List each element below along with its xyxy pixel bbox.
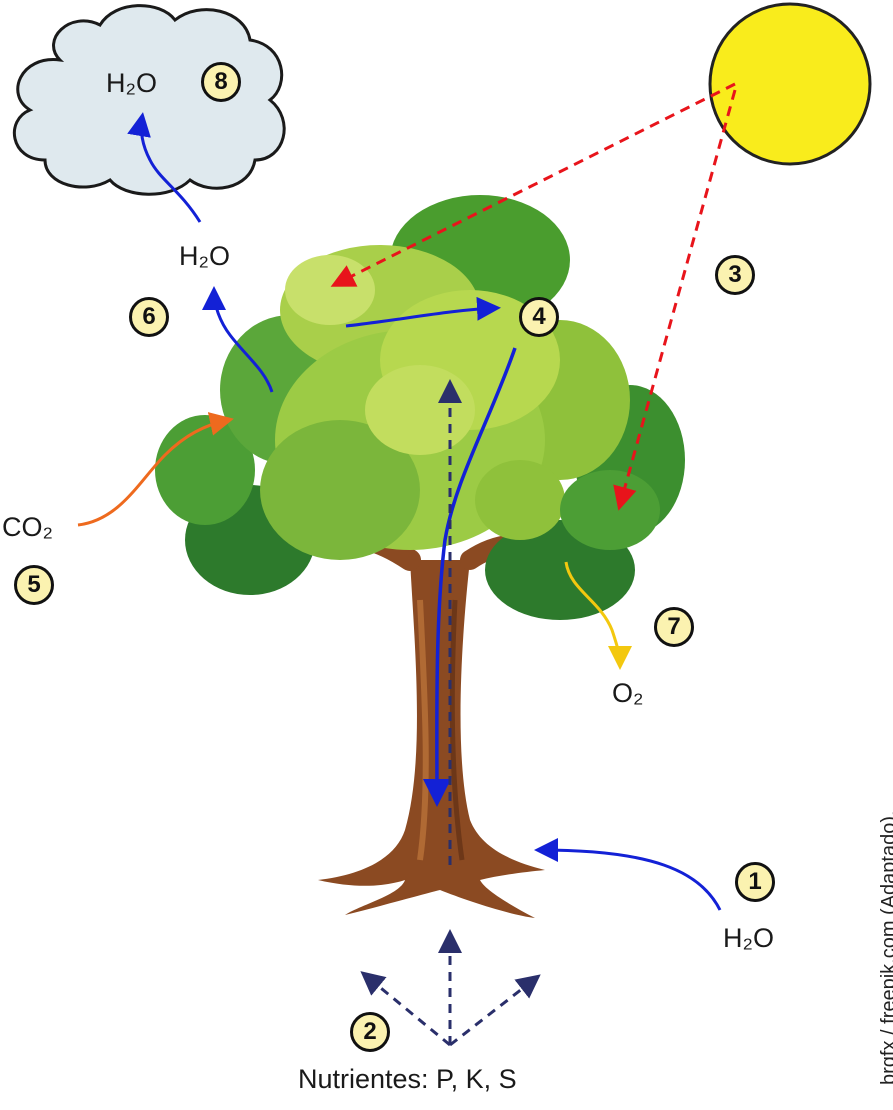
sap-arrow-canopy (345, 296, 501, 328)
light-ray-to-leaves (613, 89, 737, 511)
tree-canopy (155, 195, 685, 620)
step-badge-8: 8 (201, 62, 241, 102)
step-badge-7: 7 (654, 607, 694, 647)
nutrients-label: Nutrientes: P, K, S (298, 1064, 517, 1094)
soil-h2o-label: H₂O (723, 923, 774, 953)
cloud-h2o-label: H₂O (106, 68, 157, 98)
nutrient-arrows (360, 929, 541, 1047)
step-badge-6: 6 (129, 297, 169, 337)
root-water-arrow (534, 838, 722, 911)
o2-arrow (564, 561, 632, 670)
step-badge-3: 3 (715, 255, 755, 295)
co2-label: CO₂ (2, 512, 53, 542)
step-badge-2: 2 (350, 1012, 390, 1052)
sap-arrow-down (422, 347, 517, 807)
sun (708, 2, 872, 166)
cloud-water-arrow (127, 112, 202, 223)
transpiration-arrow (202, 286, 274, 393)
step-badge-4: 4 (519, 297, 559, 337)
o2-label: O₂ (612, 678, 644, 708)
light-ray-to-canopy (330, 82, 736, 287)
co2-arrow (77, 412, 234, 527)
image-credit: brgfx / freepik.com (Adaptado). (878, 810, 893, 1085)
step-badge-1: 1 (735, 862, 775, 902)
step-badge-5: 5 (14, 565, 54, 605)
cloud (13, 4, 286, 196)
transpiration-h2o-label: H₂O (179, 241, 230, 271)
